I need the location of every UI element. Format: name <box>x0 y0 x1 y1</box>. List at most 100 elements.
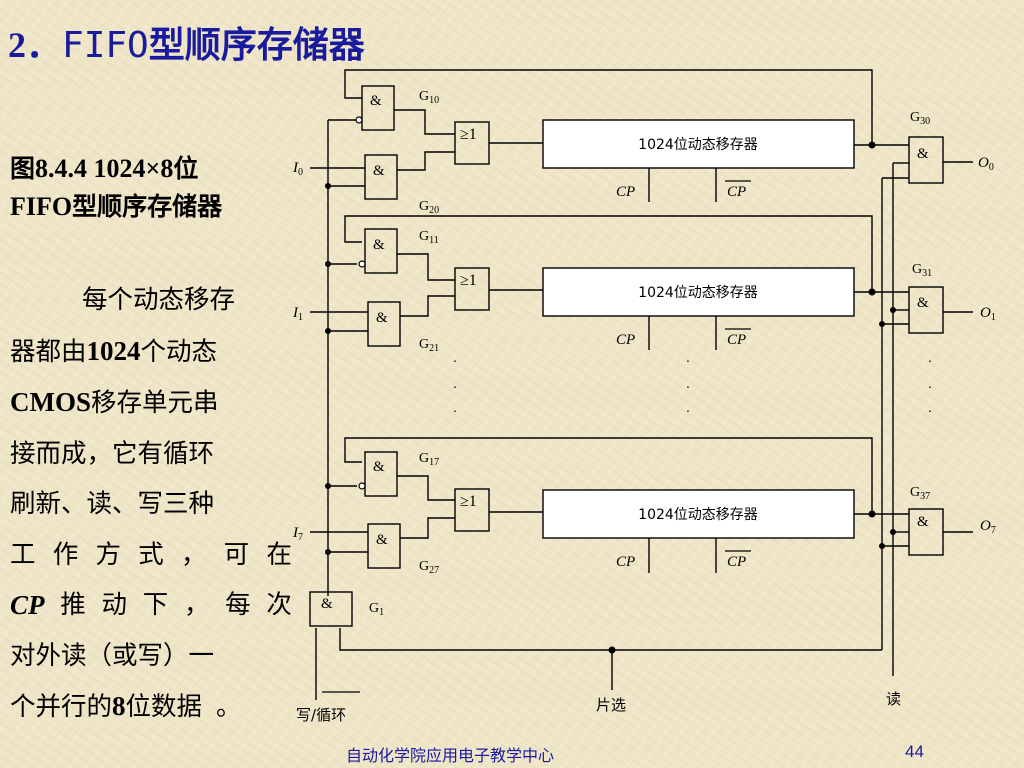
ellipsis-dot: · <box>686 381 691 396</box>
cp-bar-label: CP <box>727 554 746 570</box>
and-gate-G11 <box>364 228 398 274</box>
wire <box>400 517 455 539</box>
junction-dot <box>868 288 876 296</box>
gate-name-G30: G30 <box>910 110 930 127</box>
gate-name-G1: G1 <box>369 601 384 618</box>
and-gate-G37 <box>908 508 944 556</box>
gate-name-G37: G37 <box>910 485 930 502</box>
shift-register-0 <box>542 119 855 169</box>
desc-line: CMOS移存单元串 <box>10 387 219 418</box>
and-gate-G21 <box>367 301 401 347</box>
and-symbol: & <box>917 146 929 162</box>
and-symbol: & <box>917 514 929 530</box>
gate-name-G21: G21 <box>419 337 439 354</box>
or-symbol: ≥1 <box>460 272 477 289</box>
ellipsis-dot: · <box>928 355 933 370</box>
and-symbol: & <box>376 310 388 326</box>
junction-dot <box>868 510 876 518</box>
cp-bar-label: CP <box>727 332 746 348</box>
junction-dot <box>890 529 896 535</box>
ellipsis-dot: · <box>686 405 691 420</box>
junction-dot <box>879 543 885 549</box>
ellipsis-dot: · <box>928 381 933 396</box>
wire <box>397 475 455 501</box>
cp-label: CP <box>616 184 635 200</box>
output-label-O0: O0 <box>978 155 994 173</box>
junction-dot <box>879 321 885 327</box>
bit-slice-0 <box>310 69 973 202</box>
desc-line: 刷新、读、写三种 <box>10 489 215 519</box>
gate-name-G27: G27 <box>419 559 439 576</box>
caption-line-2: FIFO型顺序存储器 <box>10 192 223 221</box>
cp-bar-label: CP <box>727 184 746 200</box>
desc-line: 对外读（或写）一 <box>10 640 215 671</box>
control-buses <box>315 120 894 700</box>
and-symbol: & <box>321 596 333 612</box>
junction-dot <box>890 307 896 313</box>
bit-slice-1 <box>310 215 973 350</box>
caption-line-1: 图8.4.4 1024×8位 <box>10 154 199 183</box>
junction-dot <box>325 183 331 189</box>
output-label-O1: O1 <box>980 305 996 323</box>
wire <box>397 151 455 171</box>
ellipsis-dot: · <box>928 405 933 420</box>
shift-register-1 <box>542 267 855 317</box>
gate-name-G31: G31 <box>912 262 932 279</box>
and-gate-G17 <box>364 451 398 497</box>
desc-line: 接而成，它有循环 <box>10 438 215 469</box>
or-symbol: ≥1 <box>460 126 477 143</box>
junction-dot <box>868 141 876 149</box>
junction-dot <box>325 261 331 267</box>
and-gate-G10 <box>361 85 395 131</box>
desc-line: 工作方式，可在 <box>10 539 292 570</box>
input-label-I1: I1 <box>292 305 303 323</box>
output-label-O7: O7 <box>980 518 996 536</box>
ellipsis-dot: · <box>686 355 691 370</box>
desc-line: 器都由1024个动态 <box>10 335 218 367</box>
wire <box>397 253 455 281</box>
figure-caption: 图8.4.4 1024×8位 FIFO型顺序存储器 <box>10 150 300 226</box>
and-symbol: & <box>373 459 385 475</box>
page-title: 2．FIFO型顺序存储器 <box>8 24 365 66</box>
ellipsis-dot: · <box>453 355 458 370</box>
junction-dot <box>325 483 331 489</box>
gate-name-G17: G17 <box>419 451 439 468</box>
and-gate-G1 <box>309 591 353 627</box>
or-symbol: ≥1 <box>460 493 477 510</box>
gate-name-G10: G10 <box>419 89 439 106</box>
register-label: 1024位动态移存器 <box>638 285 758 301</box>
desc-line: 每个动态移存 <box>82 285 236 315</box>
cp-label: CP <box>616 554 635 570</box>
junction-dot <box>325 549 331 555</box>
description-text: 每个动态移存 器都由1024个动态 CMOS移存单元串 接而成，它有循环 刷新、… <box>10 275 292 733</box>
register-label: 1024位动态移存器 <box>638 507 758 523</box>
desc-line: 个并行的8位数据。 <box>10 691 242 722</box>
inversion-bubble <box>358 482 366 490</box>
junction-dot <box>325 328 331 334</box>
recirculation-wire <box>344 215 873 292</box>
inversion-bubble <box>355 116 363 124</box>
page-number: 44 <box>905 742 924 761</box>
recirculation-wire <box>344 437 873 514</box>
junction-dot <box>608 646 616 654</box>
wire <box>339 628 882 651</box>
fifo-circuit-diagram: & & & & & & & & & & ≥1 ≥1 ≥1 1024位动态移存器 … <box>292 69 996 724</box>
and-symbol: & <box>376 532 388 548</box>
ellipsis-dot: · <box>453 405 458 420</box>
and-symbol: & <box>917 295 929 311</box>
or-gate-1 <box>454 267 490 311</box>
and-gate-G31 <box>908 286 944 334</box>
or-gate-0 <box>454 121 490 165</box>
footer-department: 自动化学院应用电子教学中心 <box>346 746 555 765</box>
or-gate-7 <box>454 488 490 532</box>
gate-name-G20: G20 <box>419 199 439 216</box>
shift-register-7 <box>542 489 855 539</box>
write-recirculate-label: 写/循环 <box>296 706 346 724</box>
ellipsis-dot: · <box>453 381 458 396</box>
inversion-bubble <box>358 260 366 268</box>
recirculation-wire <box>344 69 873 145</box>
wire <box>400 295 455 317</box>
and-symbol: & <box>370 93 382 109</box>
input-label-I7: I7 <box>292 525 303 543</box>
